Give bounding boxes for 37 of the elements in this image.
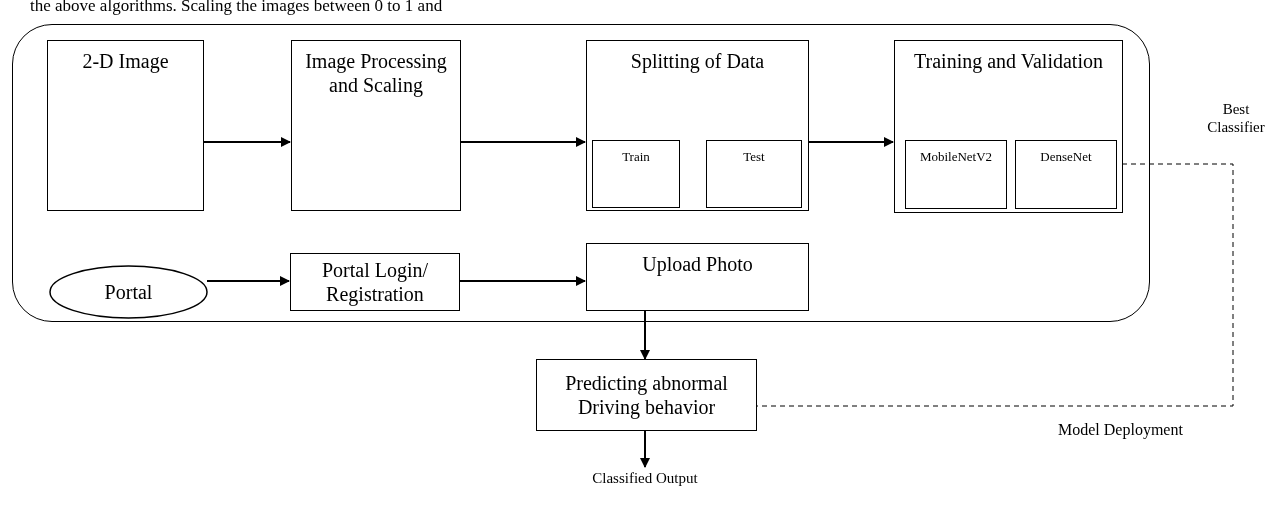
node-text: Portal [103,280,154,304]
arrow [640,430,650,468]
node-text: Test [742,149,766,165]
node-text: Portal Login/ Registration [320,258,430,306]
group-container [12,24,1150,322]
process-box [47,40,204,211]
process-box [291,40,461,211]
process-box [586,40,809,211]
process-box [290,253,460,311]
node-text: Train [621,149,651,165]
node-text: DenseNet [1039,149,1093,165]
process-box [1015,140,1117,209]
node-text: Image Processing and Scaling [304,49,448,97]
node-text: Training and Validation [913,49,1104,73]
dashed-connector [756,163,1234,407]
node-text: 2-D Image [81,49,170,73]
arrow [640,309,650,360]
node-text: MobileNetV2 [918,149,994,165]
cut-off-text: the above algorithms. Scaling the images between 0 to 1 and [30,0,443,15]
node-text: Classified Output [591,469,699,487]
arrow [807,137,894,147]
process-box [586,243,809,311]
process-box [706,140,802,208]
process-box [536,359,757,431]
node-text: Upload Photo [641,252,754,276]
process-box [905,140,1007,209]
edge-label: Model Deployment [1058,420,1183,440]
portal-ellipse [49,265,208,319]
arrow [459,137,586,147]
node-text: Splitting of Data [629,49,766,73]
node-text: Predicting abnormal Driving behavior [564,371,729,419]
annotation-text: Best Classifier [1206,100,1266,136]
process-box [592,140,680,208]
arrow [458,276,586,286]
process-box [894,40,1123,213]
arrow [202,137,291,147]
arrow [206,276,290,286]
